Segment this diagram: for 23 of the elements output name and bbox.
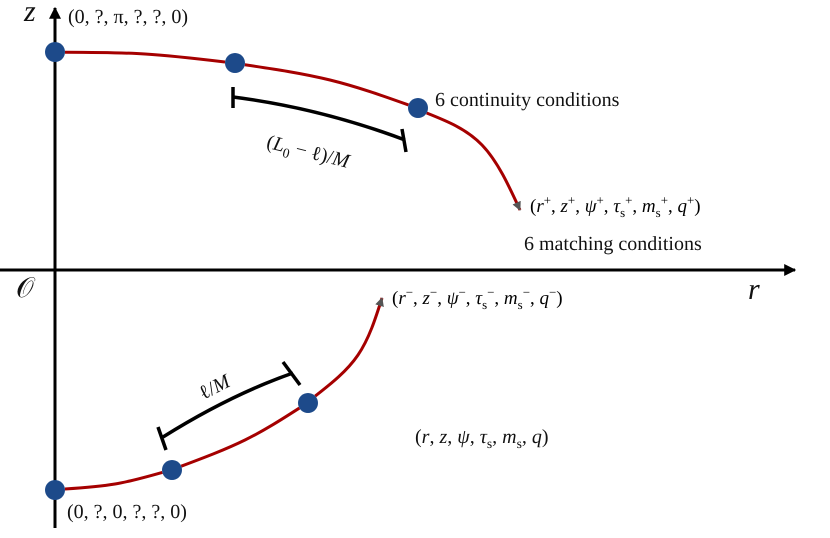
point-label: 6 continuity conditions xyxy=(435,88,620,112)
curve xyxy=(65,50,226,64)
curve xyxy=(64,470,163,490)
curve xyxy=(180,406,300,468)
boundary-values: (r$^{+}$, z$^{+}$, ψ$^{+}$, τ$_{s}$$^{+}$, m$_{s}$$^{+}$, q$^{+}$) xyxy=(520,194,701,221)
point-label: (0, ?, π, ?, ?, 0) xyxy=(68,5,188,29)
point-label: (0, ?, 0, ?, ?, 0) xyxy=(67,500,187,524)
boundary-values: (r$^{−}$, z$^{−}$, ψ$^{−}$, τ$_{s}$$^{−}$, m$_{s}$$^{−}$, q$^{−}$) xyxy=(382,286,563,313)
curve xyxy=(244,63,409,106)
state-variables: (r, z, ψ, τ$_{s}$, m$_{s}$, q) xyxy=(415,425,549,449)
axis-label: z xyxy=(24,0,36,30)
axis-label: r xyxy=(748,272,760,308)
point-marker xyxy=(408,98,428,118)
arc-length-label: ℓ/M xyxy=(195,370,234,406)
point-marker xyxy=(225,53,245,73)
point-marker xyxy=(162,460,182,480)
origin-label: 𝒪 xyxy=(16,272,34,306)
point-marker xyxy=(45,42,65,62)
curve xyxy=(314,297,384,398)
curve xyxy=(426,112,522,211)
note-text: 6 matching conditions xyxy=(524,232,702,256)
point-marker xyxy=(298,393,318,413)
point-marker xyxy=(45,480,65,500)
